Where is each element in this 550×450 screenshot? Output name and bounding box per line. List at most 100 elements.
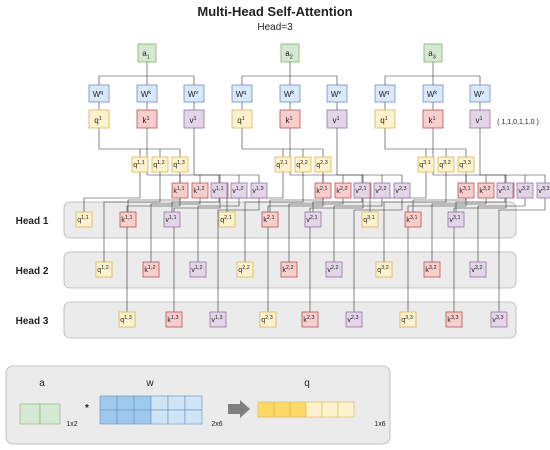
head3-v1-label: v1,3 (211, 315, 222, 324)
legend-w-row2-cell-6 (184, 409, 203, 425)
group3-q-split-2-label: q3,2 (439, 160, 451, 169)
group1-v-split-2-to-head (197, 198, 240, 262)
diagram-title: Multi-Head Self-Attention (197, 4, 352, 19)
head1-k3 (404, 211, 422, 228)
group3-q-weight-label: Wq (379, 90, 390, 99)
head2-k2-label: k2,2 (282, 265, 293, 274)
group2-q-split-2-to-head (244, 172, 304, 262)
group2-k-split-3-to-head (309, 198, 364, 312)
head3-v3 (490, 311, 508, 328)
legend-w-row1-cell-1 (99, 395, 118, 411)
group2-k-split-2-label: k2,2 (336, 186, 347, 195)
legend-w-row2-cell-1 (99, 409, 118, 425)
head2-q2 (236, 261, 254, 278)
group1-k-split-2-label: k1,2 (193, 186, 204, 195)
group2-k-weight (279, 84, 301, 103)
group1-k-vector (136, 109, 158, 129)
group1-k-split-2-to-head (150, 198, 201, 262)
group2-v-vector (326, 109, 348, 129)
legend-q-cell-3 (289, 401, 307, 418)
head1-k1 (119, 211, 137, 228)
head3-k3 (445, 311, 463, 328)
group3-k-split-2-to-head (431, 198, 487, 262)
head2-k1-label: k1,2 (144, 265, 155, 274)
legend-panel: a w q 1x2 * 2x6 1x6 (5, 365, 391, 445)
group2-v-split-2 (373, 182, 391, 199)
group1-q-split-3-label: q1,3 (173, 160, 185, 169)
head1-q2 (218, 211, 236, 228)
head1-k2 (261, 211, 279, 228)
legend-w-row1-cell-6 (184, 395, 203, 411)
group3-k-vector (422, 109, 444, 129)
vector-note: ( 1,1,0,1,1,0 ) (497, 119, 539, 126)
group2-v-split-3-to-head (353, 198, 403, 312)
group2-q-split-2-label: q2,2 (296, 160, 308, 169)
legend-q-cell-5 (321, 401, 339, 418)
group3-q-split-3-to-head (407, 172, 467, 312)
head3-q3-label: q3,3 (401, 315, 413, 324)
group3-v-split-3-to-head (498, 198, 546, 312)
group1-v-vector-label: v1 (189, 116, 196, 125)
group3-v-split-2-to-head (477, 198, 526, 262)
head-band-3 (63, 301, 517, 339)
group2-v-weight-label: Wv (331, 90, 342, 99)
head2-v3-label: v3,2 (471, 265, 482, 274)
head2-q1-label: q1,2 (97, 265, 109, 274)
group2-k-vector-label: k1 (285, 116, 292, 125)
legend-w-row1-cell-5 (167, 395, 186, 411)
input-a2-label: a2 (285, 49, 293, 61)
connection-lines (83, 62, 546, 312)
group2-v-split-3 (393, 182, 411, 199)
group3-q-split-2-to-head (383, 172, 447, 262)
group3-k-split-2 (477, 182, 495, 199)
legend-q-cell-2 (273, 401, 291, 418)
group3-k-split-2-label: k3,2 (479, 186, 490, 195)
head3-q1 (118, 311, 136, 328)
group3-v-weight (469, 84, 491, 103)
group1-v-split-1-label: v1,1 (212, 186, 223, 195)
legend-arrow-icon (228, 400, 250, 418)
group2-v-split-3-label: v2,3 (395, 186, 406, 195)
legend-w-row2-cell-3 (133, 409, 152, 425)
group2-k-split-1-label: k2,1 (316, 186, 327, 195)
head2-q1 (95, 261, 113, 278)
head3-q2 (259, 311, 277, 328)
head2-k2 (280, 261, 298, 278)
group1-q-vector (88, 109, 110, 129)
group2-k-split-2-to-head (288, 198, 344, 262)
group3-q-vector (374, 109, 396, 129)
head2-k3-label: k3,2 (425, 265, 436, 274)
head1-k3-label: k3,1 (406, 215, 417, 224)
head2-q3-label: q3,2 (377, 265, 389, 274)
group3-v-split-1 (496, 182, 514, 199)
group2-q-split-2 (294, 156, 312, 173)
legend-dim-q: 1x6 (374, 421, 385, 428)
group1-v-weight (183, 84, 205, 103)
head2-v1 (189, 261, 207, 278)
head2-v2 (325, 261, 343, 278)
group2-v-split-2-to-head (333, 198, 383, 262)
group1-k-weight (136, 84, 158, 103)
head2-q2-label: q2,2 (238, 265, 250, 274)
head3-v2-label: v2,3 (347, 315, 358, 324)
head-label-3: Head 3 (16, 316, 49, 327)
group3-v-split-3-label: v3,3 (538, 186, 549, 195)
group2-q-split-1 (274, 156, 292, 173)
head3-q1-label: q1,3 (120, 315, 132, 324)
diagram-subtitle: Head=3 (257, 22, 293, 33)
group1-k-vector-label: k1 (142, 116, 149, 125)
group1-k-split-1-to-head (127, 198, 181, 212)
group1-k-weight-label: Wk (141, 90, 152, 99)
legend-q-label: q (304, 378, 310, 389)
group1-k-split-3-to-head (173, 198, 221, 312)
group3-q-split-1-label: q3,1 (419, 160, 431, 169)
group3-v-split-2-label: v3,2 (518, 186, 529, 195)
group1-v-split-3 (250, 182, 268, 199)
legend-q-cell-6 (337, 401, 355, 418)
group1-q-split-2 (151, 156, 169, 173)
head3-v2 (345, 311, 363, 328)
legend-multiply-sign: * (85, 403, 89, 414)
group2-q-vector-label: q1 (237, 116, 245, 125)
legend-w-label: w (145, 378, 154, 389)
head2-v2-label: v2,2 (327, 265, 338, 274)
